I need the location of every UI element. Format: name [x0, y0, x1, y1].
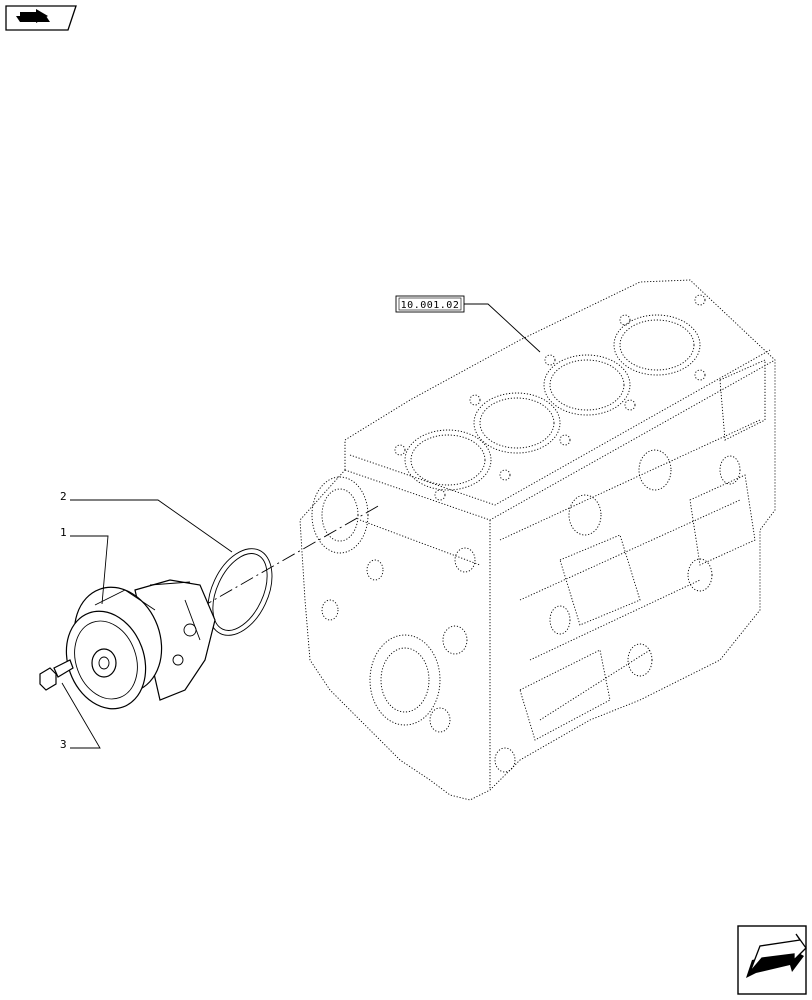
- bolt: [39, 659, 74, 691]
- engine-block: [299, 279, 776, 801]
- callout-2-number: 2: [60, 490, 67, 503]
- reference-box[interactable]: 10.001.02: [395, 295, 465, 313]
- callout-3-number: 3: [60, 738, 67, 751]
- reference-leader-line: [464, 303, 541, 353]
- o-ring: [207, 548, 273, 636]
- callout-1: 1: [60, 526, 109, 605]
- callout-2: 2: [60, 490, 233, 553]
- reference-label: 10.001.02: [401, 300, 460, 311]
- next-page-arrow-icon[interactable]: [737, 925, 807, 995]
- previous-page-arrow-icon[interactable]: [5, 5, 77, 31]
- callout-3: 3: [60, 682, 101, 751]
- callout-1-number: 1: [60, 526, 67, 539]
- water-pump: [65, 579, 216, 710]
